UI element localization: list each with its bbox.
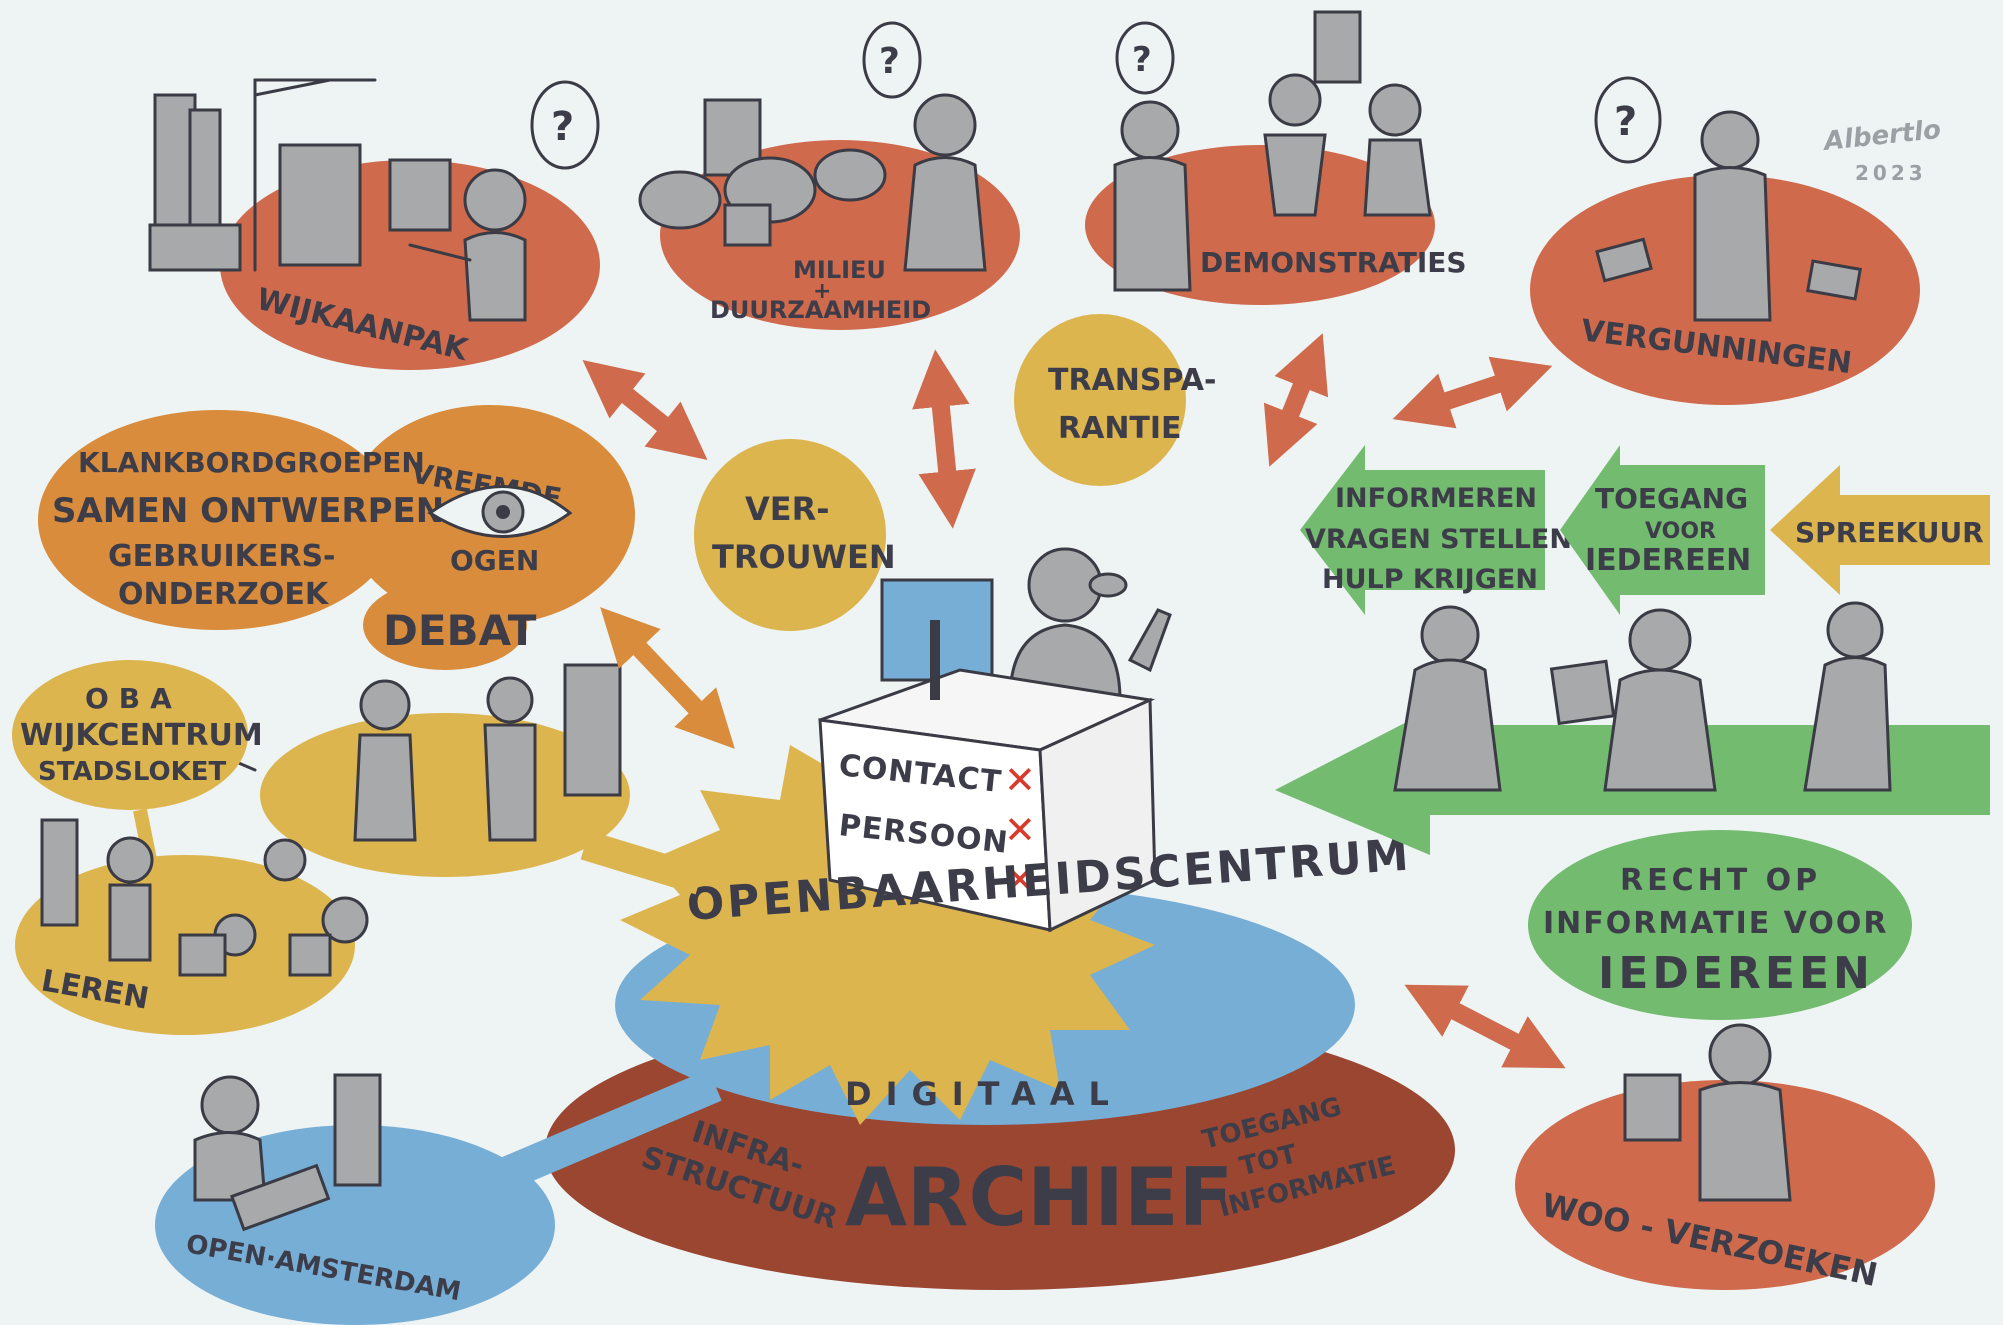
question-bubble-icon: ? <box>530 80 600 170</box>
svg-text:?: ? <box>551 104 574 150</box>
svg-text:RECHT OP: RECHT OP <box>1620 863 1821 898</box>
svg-text:WIJKCENTRUM: WIJKCENTRUM <box>20 718 263 753</box>
topic-woo-verzoeken: WOO - VERZOEKEN <box>1515 1023 1935 1294</box>
svg-text:INFORMEREN: INFORMEREN <box>1335 483 1537 514</box>
svg-text:INFORMATIE VOOR: INFORMATIE VOOR <box>1543 906 1888 941</box>
person-with-document-figure <box>1623 1023 1792 1202</box>
artist-signature: Albertlo 2023 <box>1821 115 1943 185</box>
amsterdam-xxx-1: ✕ <box>1004 758 1036 802</box>
svg-text:GEBRUIKERS-: GEBRUIKERS- <box>108 539 336 574</box>
participation-cluster: KLANKBORDGROEPEN SAMEN ONTWERPEN GEBRUIK… <box>38 405 635 670</box>
question-bubble-icon: ? <box>862 21 922 99</box>
svg-text:TROUWEN: TROUWEN <box>712 538 896 576</box>
arrow-demonstraties <box>1263 333 1329 467</box>
woman-figure <box>903 93 987 272</box>
archief-label: ARCHIEF <box>845 1151 1233 1244</box>
eye-icon <box>427 485 573 538</box>
informeren-arrow <box>1300 445 1545 615</box>
topic-milieu-duurzaamheid: ? MILIEU + DUURZAAMHEID <box>638 21 1020 330</box>
svg-text:VRAGEN STELLEN: VRAGEN STELLEN <box>1305 524 1572 555</box>
demonstraties-label: DEMONSTRATIES <box>1200 246 1467 279</box>
arrow-milieu <box>912 349 976 529</box>
walking-people-figures <box>1393 601 1892 792</box>
svg-text:TOEGANG: TOEGANG <box>1595 482 1748 515</box>
value-vertrouwen: VER- TROUWEN <box>694 439 896 631</box>
arrow-woo <box>1404 984 1566 1069</box>
protester-figures <box>1113 10 1432 292</box>
svg-text:SPREEKUUR: SPREEKUUR <box>1795 516 1984 549</box>
arrow-vergunningen <box>1392 356 1553 429</box>
pointing-person-figure <box>408 168 527 322</box>
spreekuur-arrow <box>1770 465 1990 595</box>
svg-text:RANTIE: RANTIE <box>1058 411 1182 446</box>
locations-cluster: OBA WIJKCENTRUM STADSLOKET LEREN <box>12 660 705 1035</box>
svg-text:OBA: OBA <box>85 682 182 715</box>
question-bubble-icon: ? <box>1115 21 1175 95</box>
presenters-figures <box>353 663 622 842</box>
question-bubble-icon: ? <box>1594 76 1662 164</box>
digitaal-label: DIGITAAL <box>845 1075 1123 1113</box>
topic-demonstraties: ? DEMONSTRATIES <box>1085 10 1467 305</box>
arrow-participation <box>600 607 735 749</box>
svg-text:VER-: VER- <box>745 490 830 528</box>
city-buildings-icon <box>148 78 452 272</box>
svg-text:?: ? <box>1132 40 1152 80</box>
amsterdam-xxx-3: ✕ <box>1004 858 1036 902</box>
arrow-wijkaanpak <box>582 360 708 460</box>
access-arrows: INFORMEREN VRAGEN STELLEN HULP KRIJGEN T… <box>1275 445 1990 855</box>
svg-text:STADSLOKET: STADSLOKET <box>38 757 227 787</box>
svg-text:?: ? <box>1614 99 1637 145</box>
svg-text:TRANSPA-: TRANSPA- <box>1048 363 1216 398</box>
toegang-arrow <box>1560 445 1765 615</box>
contact-desk: CONTACT PERSOON ✕ ✕ ✕ <box>818 547 1172 933</box>
waste-pile-icon <box>638 98 887 247</box>
topic-vergunningen: ? VERGUNNINGEN <box>1530 76 1920 405</box>
svg-text:KLANKBORDGROEPEN: KLANKBORDGROEPEN <box>78 446 425 479</box>
duurzaamheid-label: DUURZAAMHEID <box>710 296 931 324</box>
svg-text:?: ? <box>879 41 900 82</box>
svg-text:HULP KRIJGEN: HULP KRIJGEN <box>1322 564 1538 595</box>
connection-arrows <box>582 333 1566 1069</box>
person-with-papers-figure <box>1595 110 1862 322</box>
svg-text:2023: 2023 <box>1855 161 1927 185</box>
svg-text:Albertlo: Albertlo <box>1821 115 1943 157</box>
desk-side <box>1038 697 1157 933</box>
recht-op-informatie: RECHT OP INFORMATIE VOOR IEDEREEN <box>1528 830 1912 1020</box>
plus-label: + <box>813 279 831 304</box>
svg-text:SAMEN ONTWERPEN: SAMEN ONTWERPEN <box>52 491 444 531</box>
svg-text:VOOR: VOOR <box>1645 519 1716 544</box>
milieu-label: MILIEU <box>793 256 886 284</box>
amsterdam-xxx-2: ✕ <box>1004 808 1036 852</box>
debat-label: DEBAT <box>383 606 537 655</box>
ogen-label: OGEN <box>450 544 539 577</box>
classroom-figures <box>40 818 369 977</box>
topic-wijkaanpak: ? WIJKAANPAK <box>148 78 600 370</box>
computer-user-figure <box>193 1073 382 1232</box>
svg-text:IEDEREEN: IEDEREEN <box>1585 543 1751 578</box>
svg-text:ONDERZOEK: ONDERZOEK <box>118 577 330 612</box>
value-transparantie: TRANSPA- RANTIE <box>1014 314 1216 486</box>
open-amsterdam: OPEN·AMSTERDAM <box>155 1069 722 1325</box>
svg-text:IEDEREEN: IEDEREEN <box>1598 948 1874 999</box>
